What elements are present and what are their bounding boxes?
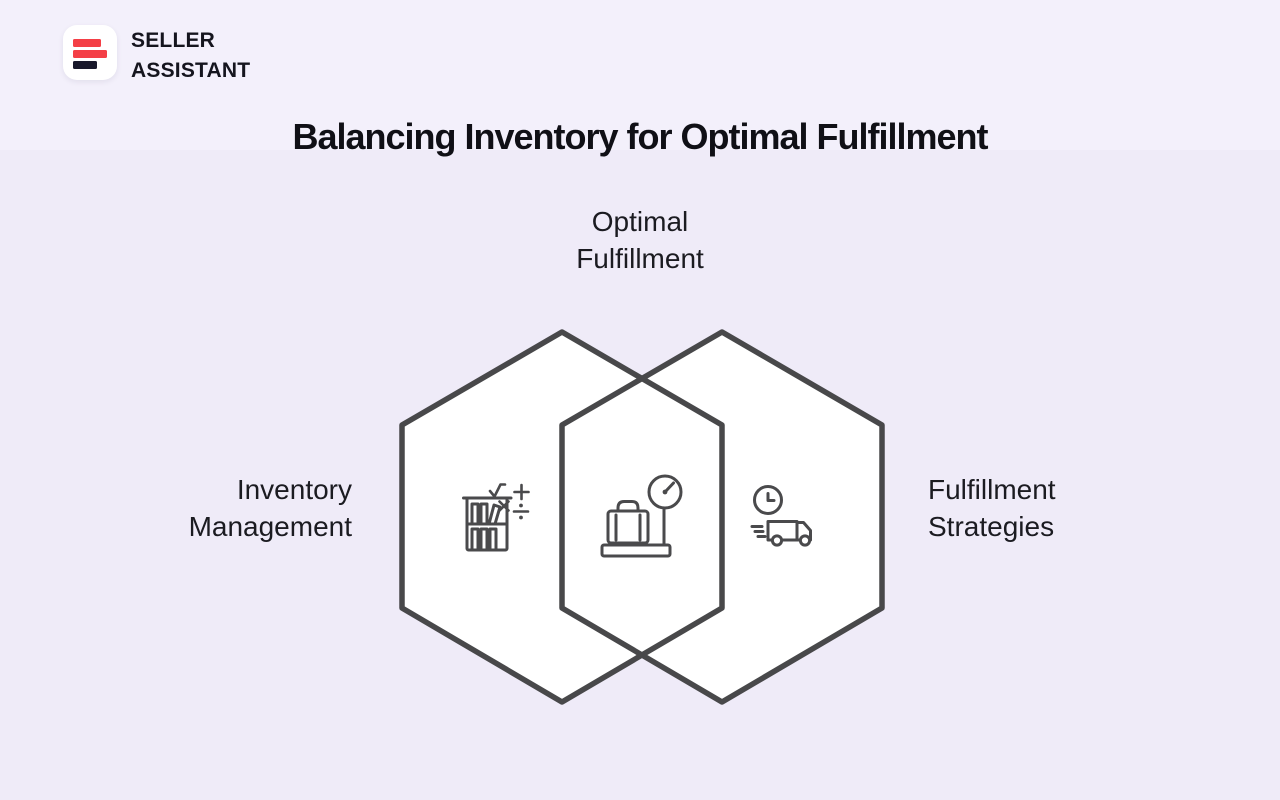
book-bottom-3 (488, 527, 498, 552)
left-hexagon-outline (399, 329, 725, 705)
truck-wheel-rear (770, 534, 784, 547)
luggage-scale-icon (600, 474, 683, 558)
clock-hands (766, 492, 776, 502)
divide-dot-bottom (519, 515, 523, 520)
brand-name-line2: ASSISTANT (131, 59, 251, 82)
logo-bar-dark (73, 61, 97, 69)
book-top-leaning (487, 503, 502, 526)
brand-name: SELLER ASSISTANT (131, 26, 250, 86)
logo-bar-red-short (73, 39, 101, 47)
divide-dot-top (519, 503, 523, 508)
hexagon-venn-diagram (399, 329, 885, 705)
book-top-2 (479, 502, 489, 526)
book-bottom-2 (479, 527, 489, 552)
right-hexagon-label: Fulfillment Strategies (928, 474, 1056, 542)
left-hexagon-label: Inventory Management (188, 474, 352, 542)
center-hexagon-label: Optimal Fulfillment (576, 206, 704, 274)
gauge-hub (662, 489, 668, 495)
truck-wheel-front (798, 534, 812, 547)
bookshelf-math-icon (462, 483, 530, 552)
suitcase-handle (616, 500, 640, 513)
book-bottom-1 (470, 527, 480, 552)
scale-platform (600, 543, 672, 558)
plus-symbol (513, 483, 530, 501)
suitcase-body (606, 509, 650, 545)
book-top-1 (470, 502, 480, 526)
logo-bar-red-long (73, 50, 107, 58)
delivery-truck-clock-icon (750, 485, 812, 547)
suitcase-straps (614, 513, 642, 542)
page-title: Balancing Inventory for Optimal Fulfillm… (292, 116, 988, 157)
brand-name-line1: SELLER (131, 29, 216, 52)
right-hexagon-outline (559, 329, 885, 705)
seller-assistant-logo (63, 25, 117, 80)
sqrt-symbol (488, 483, 507, 498)
header-band (0, 0, 1280, 150)
